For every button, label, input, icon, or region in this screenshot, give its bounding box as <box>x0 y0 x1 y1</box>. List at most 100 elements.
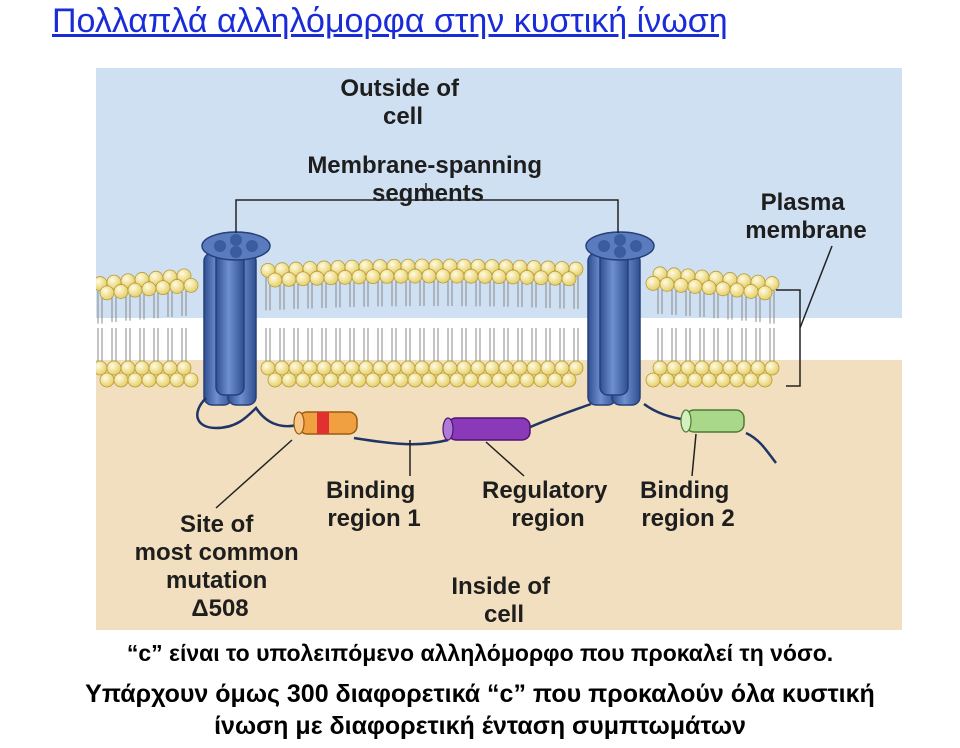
lipid-head <box>323 270 339 286</box>
lipid-head <box>113 284 129 299</box>
lipid-head <box>421 372 437 388</box>
lipid-tail <box>685 328 691 361</box>
lipid-head <box>302 360 318 376</box>
lipid-tail <box>97 328 103 361</box>
binding-region-2-cylinder <box>680 409 745 433</box>
polypeptide-chain <box>196 397 777 464</box>
caption-line-2: Υπάρχουν όμως 300 διαφορετικά “c” που πρ… <box>85 680 875 708</box>
lipid-tail <box>741 328 747 361</box>
lipid-head <box>288 360 304 376</box>
lipid-tail <box>699 328 705 361</box>
lipid-head <box>330 360 346 376</box>
lipid-head <box>435 372 451 388</box>
lipid-head <box>267 372 283 388</box>
lipid-head <box>533 372 549 388</box>
lipid-head <box>498 360 514 376</box>
lipid-head <box>372 360 388 376</box>
lipid-head <box>554 360 570 376</box>
lipid-head <box>155 280 171 296</box>
lipid-head <box>414 360 430 376</box>
lipid-head <box>379 268 395 284</box>
lipid-head <box>687 372 703 388</box>
lipid-head <box>449 268 465 284</box>
lipid-head <box>260 360 276 376</box>
lipid-tail <box>111 328 117 361</box>
lipid-tail <box>447 328 453 361</box>
lipid-head <box>379 372 395 388</box>
lipid-head <box>407 268 423 284</box>
lipid-tail <box>307 328 313 361</box>
label-plasma-membrane: Plasma membrane <box>745 189 866 244</box>
lipid-tail <box>559 328 565 361</box>
lipid-tail <box>293 328 299 361</box>
lipid-head <box>99 372 115 388</box>
lipid-head <box>743 284 759 299</box>
lipid-head <box>463 268 479 284</box>
lipid-head <box>127 282 143 298</box>
lipid-head <box>533 270 549 286</box>
lipid-head <box>274 360 290 376</box>
lipid-head <box>183 372 199 388</box>
lipid-head <box>267 272 283 288</box>
lipid-head <box>176 360 192 376</box>
lipid-head <box>526 360 542 376</box>
membrane-spanning-segment-left <box>201 231 271 406</box>
lipid-head <box>652 360 668 376</box>
lipid-head <box>477 268 493 284</box>
regulatory-region-cylinder <box>442 417 531 441</box>
lipid-head <box>708 360 724 376</box>
diagram-labels: Outside of cell Membrane-spanning segmen… <box>135 75 867 628</box>
lipid-head <box>477 372 493 388</box>
lipid-head <box>127 372 143 388</box>
lipid-head <box>309 372 325 388</box>
lipid-head <box>491 372 507 388</box>
lipid-head <box>309 270 325 286</box>
lipid-tail <box>573 328 579 361</box>
lipid-head <box>750 360 766 376</box>
lipid-head <box>386 360 402 376</box>
lipid-head <box>687 279 703 294</box>
lipid-head <box>120 360 136 376</box>
lipid-tail <box>279 328 285 361</box>
label-binding-region-1: Binding region 1 <box>326 477 422 532</box>
lipid-tail <box>321 328 327 361</box>
lipid-head <box>141 281 157 297</box>
lipid-head <box>99 285 115 301</box>
lipid-head <box>743 372 759 388</box>
lipid-tail <box>167 328 173 361</box>
leader-lines <box>215 183 833 509</box>
lipid-head <box>540 360 556 376</box>
cftr-membrane-diagram: Outside of cell Membrane-spanning segmen… <box>96 68 902 630</box>
lipid-tail <box>461 328 467 361</box>
lipid-tail <box>419 328 425 361</box>
lipid-tail <box>181 328 187 361</box>
lipid-head <box>547 372 563 388</box>
lipid-tail <box>517 328 523 361</box>
lipid-head <box>148 360 164 376</box>
lipid-head <box>106 360 122 376</box>
lipid-tail <box>671 328 677 361</box>
lipid-head <box>393 372 409 388</box>
lipid-head <box>512 360 528 376</box>
lipid-head <box>484 360 500 376</box>
lipid-head <box>113 372 129 388</box>
lipid-tail <box>503 328 509 361</box>
lipid-tail <box>363 328 369 361</box>
lipid-tail <box>153 328 159 361</box>
lipid-head <box>694 360 710 376</box>
lipid-head <box>281 271 297 287</box>
label-outside-cell: Outside of cell <box>340 75 465 130</box>
binding-region-1-cylinder <box>293 411 358 435</box>
lipid-tail <box>265 328 271 361</box>
lipid-head <box>722 360 738 376</box>
lipid-head <box>519 372 535 388</box>
lipid-tail <box>335 328 341 361</box>
lipid-head <box>491 269 507 285</box>
lipid-head <box>568 360 584 376</box>
lipid-head <box>673 372 689 388</box>
lipid-head <box>456 360 472 376</box>
lipid-head <box>155 372 171 388</box>
lipid-head <box>764 360 780 376</box>
lipid-tail <box>125 328 131 361</box>
lipid-head <box>435 268 451 284</box>
